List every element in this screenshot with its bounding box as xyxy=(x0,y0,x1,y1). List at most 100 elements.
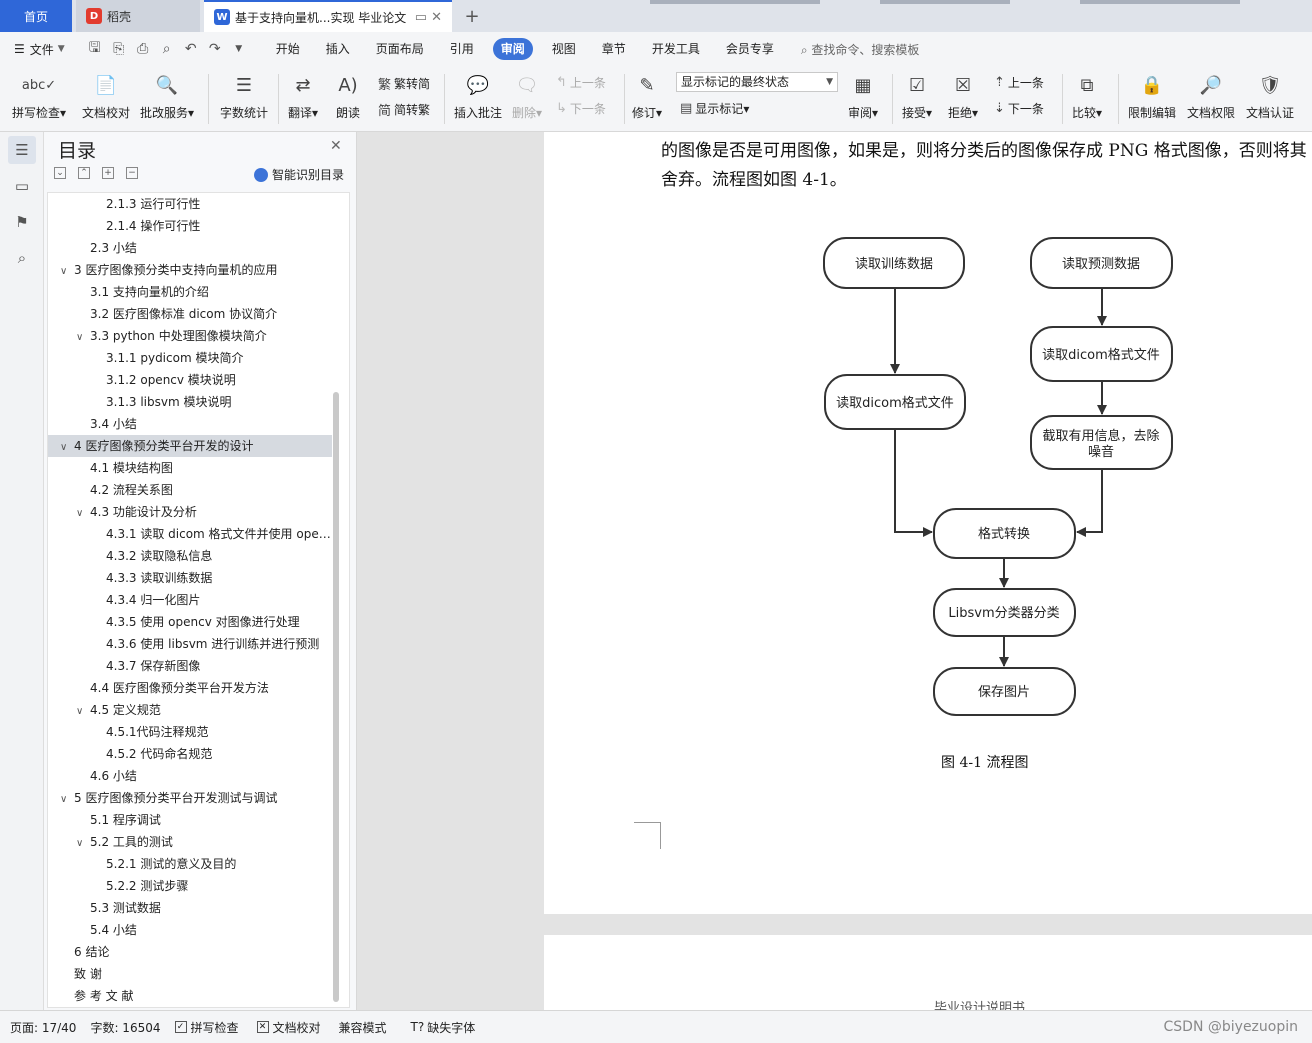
collapse-all-icon[interactable]: ⌄ xyxy=(54,167,66,179)
accept-button[interactable]: ☑ 接受▾ xyxy=(902,70,932,121)
word-count-button[interactable]: ☰ 字数统计 xyxy=(220,70,268,121)
toc-item[interactable]: 3.4 小结 xyxy=(48,413,332,435)
document-page[interactable]: 毕业设计说明书 xyxy=(544,935,1312,1010)
toc-item[interactable]: 4.4 医疗图像预分类平台开发方法 xyxy=(48,677,332,699)
toc-item[interactable]: 4.2 流程关系图 xyxy=(48,479,332,501)
doc-permission-button[interactable]: 🔎 文档权限 xyxy=(1187,70,1235,121)
chevron-down-icon[interactable]: ∨ xyxy=(60,266,68,277)
toc-item[interactable]: 4.3.2 读取隐私信息 xyxy=(48,545,332,567)
print-preview-icon[interactable]: ⌕ xyxy=(162,41,171,57)
toc-item[interactable]: 4.1 模块结构图 xyxy=(48,457,332,479)
toc-item[interactable]: ∨4.3 功能设计及分析 xyxy=(48,501,332,523)
simp-to-trad-button[interactable]: 简简转繁 xyxy=(378,100,430,119)
chevron-down-icon[interactable]: ∨ xyxy=(76,332,84,343)
status-proofread[interactable]: ✕文档校对 xyxy=(256,1019,321,1036)
chevron-down-icon[interactable]: ∨ xyxy=(76,838,84,849)
toc-item[interactable]: 3.2 医疗图像标准 dicom 协议简介 xyxy=(48,303,332,325)
toc-item[interactable]: 2.1.4 操作可行性 xyxy=(48,215,332,237)
undo-icon[interactable]: ↶ xyxy=(184,41,197,57)
file-menu[interactable]: ☰ 文件 ▼ xyxy=(14,41,65,58)
menu-page-layout[interactable]: 页面布局 xyxy=(375,42,424,56)
toc-item[interactable]: 2.3 小结 xyxy=(48,237,332,259)
chevron-down-icon[interactable]: ∨ xyxy=(76,508,84,519)
toc-item[interactable]: 致 谢 xyxy=(48,963,332,985)
read-aloud-button[interactable]: A) 朗读 xyxy=(334,70,362,121)
toc-item[interactable]: 4.3.4 归一化图片 xyxy=(48,589,332,611)
menu-insert[interactable]: 插入 xyxy=(325,42,350,56)
page-indicator[interactable]: 页面: 17/40 xyxy=(10,1019,76,1036)
menu-developer[interactable]: 开发工具 xyxy=(651,42,700,56)
document-page[interactable]: 的图像是否是可用图像，如果是，则将分类后的图像保存成 PNG 格式图像，否则将其… xyxy=(544,132,1312,914)
toc-item[interactable]: ∨3 医疗图像预分类中支持向量机的应用 xyxy=(48,259,332,281)
toc-item[interactable]: 5.1 程序调试 xyxy=(48,809,332,831)
toc-item[interactable]: 4.3.1 读取 dicom 格式文件并使用 opencv 进行显示 xyxy=(48,523,332,545)
toc-item[interactable]: ∨5 医疗图像预分类平台开发测试与调试 xyxy=(48,787,332,809)
redo-icon[interactable]: ↷ xyxy=(208,41,221,57)
menu-view[interactable]: 视图 xyxy=(551,42,576,56)
bookmark-icon[interactable]: ⚑ xyxy=(15,213,29,231)
toc-scrollbar[interactable] xyxy=(333,392,339,1002)
new-tab-button[interactable]: + xyxy=(460,0,484,32)
search-icon[interactable]: ⌕ xyxy=(17,249,27,267)
next-change-button[interactable]: ⇣下一条 xyxy=(994,100,1044,117)
prev-change-button[interactable]: ⇡上一条 xyxy=(994,74,1044,91)
chapter-nav-icon[interactable]: ▭ xyxy=(14,177,30,195)
spell-check-button[interactable]: abc✓ 拼写检查▾ xyxy=(12,70,66,121)
toc-item[interactable]: 4.3.7 保存新图像 xyxy=(48,655,332,677)
remove-heading-icon[interactable]: − xyxy=(126,167,138,179)
expand-up-icon[interactable]: ⌃ xyxy=(78,167,90,179)
tab-close-icon[interactable]: ▭ ✕ xyxy=(414,9,442,25)
missing-font-button[interactable]: T?缺失字体 xyxy=(411,1019,476,1036)
close-icon[interactable]: ✕ xyxy=(330,138,342,154)
chevron-down-icon[interactable]: ▼ xyxy=(235,44,243,54)
toc-item[interactable]: 5.2.2 测试步骤 xyxy=(48,875,332,897)
trad-to-simp-button[interactable]: 繁繁转简 xyxy=(378,74,430,93)
doc-proofread-button[interactable]: 📄 文档校对 xyxy=(82,70,130,121)
toc-item[interactable]: ∨4 医疗图像预分类平台开发的设计 xyxy=(48,435,332,457)
toc-item[interactable]: 4.3.3 读取训练数据 xyxy=(48,567,332,589)
save-icon[interactable]: 🖫 xyxy=(88,40,101,56)
restrict-edit-button[interactable]: 🔒 限制编辑 xyxy=(1128,70,1176,121)
menu-references[interactable]: 引用 xyxy=(449,42,474,56)
toc-item[interactable]: 3.1.1 pydicom 模块简介 xyxy=(48,347,332,369)
insert-comment-button[interactable]: 💬 插入批注 xyxy=(454,70,502,121)
toc-item[interactable]: 参 考 文 献 xyxy=(48,985,332,1007)
print-icon[interactable]: ⎙ xyxy=(137,41,149,57)
reject-button[interactable]: ☒ 拒绝▾ xyxy=(948,70,978,121)
toc-item[interactable]: 4.5.2 代码命名规范 xyxy=(48,743,332,765)
smart-toc-button[interactable]: 智能识别目录 xyxy=(254,166,344,183)
toc-item[interactable]: 5.4 小结 xyxy=(48,919,332,941)
track-changes-button[interactable]: ✎ 修订▾ xyxy=(632,70,662,121)
review-pane-button[interactable]: ▦ 审阅▾ xyxy=(848,70,878,121)
chevron-down-icon[interactable]: ∨ xyxy=(60,794,68,805)
revise-service-button[interactable]: 🔍 批改服务▾ xyxy=(140,70,194,121)
tab-document[interactable]: W 基于支持向量机...实现 毕业论文 ▭ ✕ xyxy=(204,0,452,32)
chevron-down-icon[interactable]: ∨ xyxy=(60,442,68,453)
export-icon[interactable]: ⎘ xyxy=(113,41,125,57)
toc-item[interactable]: 4.3.6 使用 libsvm 进行训练并进行预测 xyxy=(48,633,332,655)
status-spell-check[interactable]: ✓拼写检查 xyxy=(174,1019,239,1036)
delete-comment-button[interactable]: 🗨 删除▾ xyxy=(512,70,542,121)
toc-item[interactable]: 3.1.2 opencv 模块说明 xyxy=(48,369,332,391)
prev-comment-button[interactable]: ↰上一条 xyxy=(556,74,606,91)
next-comment-button[interactable]: ↳下一条 xyxy=(556,100,606,117)
toc-item[interactable]: 5.2.1 测试的意义及目的 xyxy=(48,853,332,875)
add-heading-icon[interactable]: + xyxy=(102,167,114,179)
toc-item[interactable]: 6 结论 xyxy=(48,941,332,963)
menu-member[interactable]: 会员专享 xyxy=(725,42,774,56)
command-search[interactable]: ⌕ 查找命令、搜索模板 xyxy=(801,41,920,58)
toc-item[interactable]: 4.3.5 使用 opencv 对图像进行处理 xyxy=(48,611,332,633)
toc-item[interactable]: 4.6 小结 xyxy=(48,765,332,787)
chevron-down-icon[interactable]: ∨ xyxy=(76,706,84,717)
toc-panel-icon[interactable]: ☰ xyxy=(8,136,36,164)
doc-cert-button[interactable]: 🛡 文档认证 xyxy=(1246,70,1294,121)
word-count[interactable]: 字数: 16504 xyxy=(90,1019,160,1036)
translate-button[interactable]: ⇄ 翻译▾ xyxy=(288,70,318,121)
toc-item[interactable]: ∨4.5 定义规范 xyxy=(48,699,332,721)
toc-item[interactable]: 3.1 支持向量机的介绍 xyxy=(48,281,332,303)
show-markup-button[interactable]: ▤显示标记▾ xyxy=(680,101,750,116)
toc-item[interactable]: 2.1.3 运行可行性 xyxy=(48,193,332,215)
toc-item[interactable]: 5.3 测试数据 xyxy=(48,897,332,919)
toc-item[interactable]: 3.1.3 libsvm 模块说明 xyxy=(48,391,332,413)
menu-start[interactable]: 开始 xyxy=(275,42,300,56)
